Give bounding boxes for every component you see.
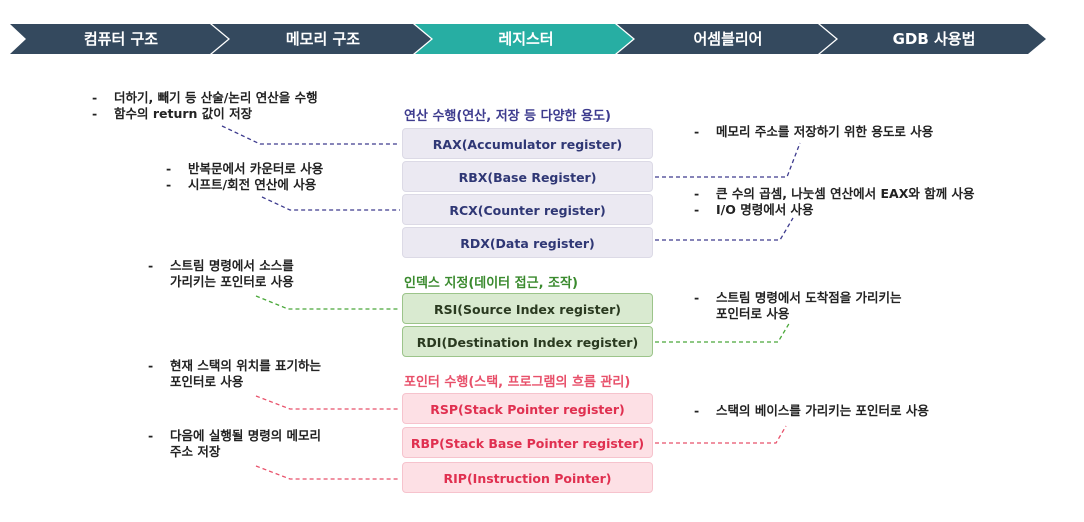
nav-item-gdb-usage[interactable]: GDB 사용법: [892, 30, 976, 48]
note-rsi: -스트림 명령에서 소스를 가리키는 포인터로 사용: [148, 258, 294, 289]
connector-rip: [255, 465, 400, 480]
note-rbp: -스택의 베이스를 가리키는 포인터로 사용: [694, 403, 929, 418]
note-rsp: -현재 스택의 위치를 표기하는 포인터로 사용: [148, 358, 322, 389]
register-rbx: RBX(Base Register): [402, 161, 653, 192]
register-rdi: RDI(Destination Index register): [402, 326, 653, 357]
register-rip: RIP(Instruction Pointer): [402, 462, 653, 493]
connector-rdi: [655, 321, 791, 343]
nav-item-assembly[interactable]: 어셈블리어: [693, 30, 763, 48]
note-rax: -더하기, 빼기 등 산술/논리 연산을 수행 -함수의 return 값이 저…: [92, 90, 318, 121]
nav-item-computer-architecture[interactable]: 컴퓨터 구조: [83, 30, 159, 48]
note-rip: -다음에 실행될 명령의 메모리 주소 저장: [148, 428, 322, 459]
note-rdx: -큰 수의 곱셈, 나눗셈 연산에서 EAX와 함께 사용 -I/O 명령에서 …: [694, 186, 975, 217]
note-rcx: -반복문에서 카운터로 사용 -시프트/회전 연산에 사용: [166, 161, 324, 192]
connector-rax: [221, 125, 400, 145]
register-rbp: RBP(Stack Base Pointer register): [402, 427, 653, 458]
nav-item-memory-structure[interactable]: 메모리 구조: [285, 30, 361, 48]
note-rdi: -스트림 명령에서 도착점을 가리키는 포인터로 사용: [694, 290, 902, 321]
register-rdx: RDX(Data register): [402, 227, 653, 258]
connector-rcx: [261, 196, 400, 211]
group-title-arithmetic: 연산 수행(연산, 저장 등 다양한 용도): [404, 109, 611, 124]
connector-rsi: [255, 295, 400, 310]
register-rcx: RCX(Counter register): [402, 194, 653, 225]
group-title-pointer: 포인터 수행(스택, 프로그램의 흐름 관리): [404, 375, 631, 390]
register-rsp: RSP(Stack Pointer register): [402, 393, 653, 424]
connector-rdx: [655, 217, 794, 241]
connector-rsp: [255, 395, 400, 410]
note-rbx: -메모리 주소를 저장하기 위한 용도로 사용: [694, 124, 934, 139]
nav-item-register[interactable]: 레지스터: [498, 30, 554, 48]
connector-rbx: [655, 142, 801, 178]
connector-rbp: [655, 425, 787, 444]
register-rsi: RSI(Source Index register): [402, 293, 653, 324]
register-rax: RAX(Accumulator register): [402, 128, 653, 159]
group-title-index: 인덱스 지정(데이터 접근, 조작): [404, 276, 578, 291]
